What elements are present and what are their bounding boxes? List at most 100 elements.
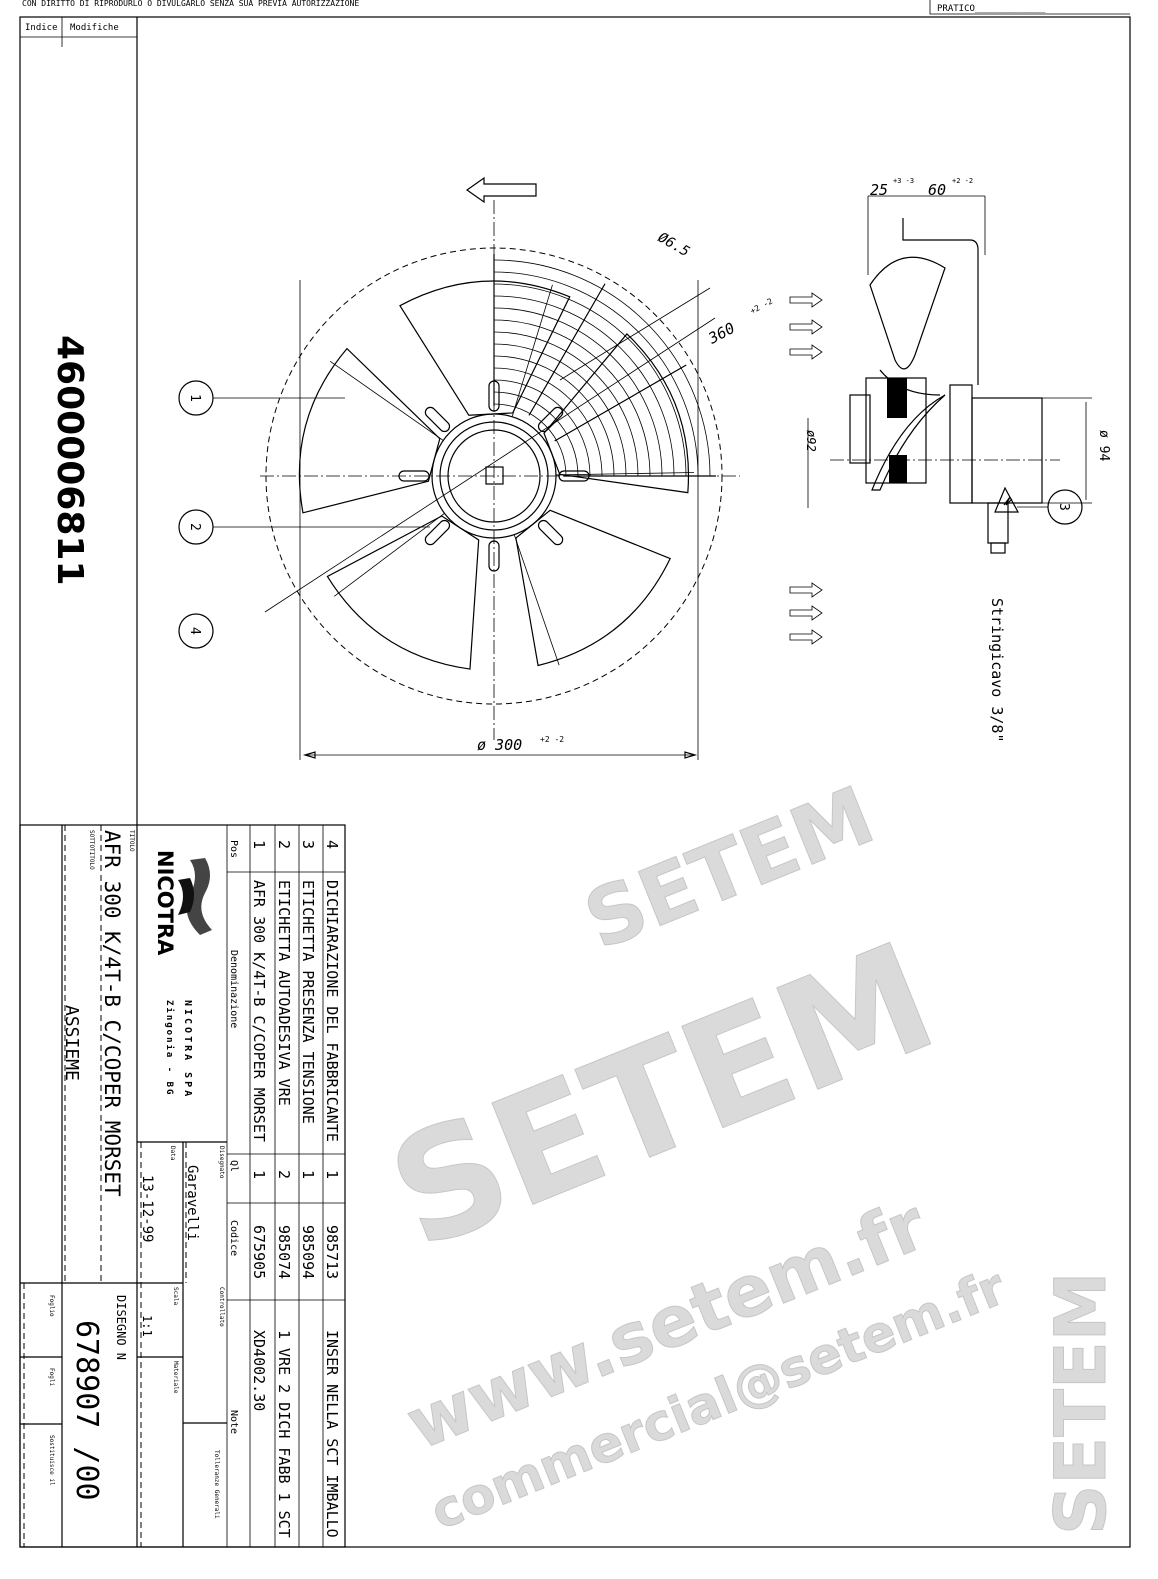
parts-row-qty: 1: [323, 1170, 341, 1179]
parts-row-qty: 1: [299, 1170, 317, 1179]
balloon-2-label: 2: [187, 523, 202, 531]
slot: [398, 470, 430, 482]
blade-rib: [334, 512, 445, 597]
guard-bracket: [902, 218, 979, 385]
tolerances-label: Tolleranze Generali: [213, 1450, 220, 1519]
dim-360: 360: [705, 319, 738, 348]
blade: [543, 333, 690, 494]
guard-ring: [493, 355, 615, 477]
guard-ring: [493, 283, 687, 477]
guard-ring: [493, 259, 711, 477]
parts-list-columns: [227, 871, 345, 1301]
hub-inner: [447, 429, 541, 523]
company-location: Zingonia - BG: [164, 1000, 175, 1096]
airflow-arrow-icon: [789, 319, 823, 335]
airflow-arrow-icon: [789, 292, 823, 308]
sheets-label: Fogli: [48, 1368, 55, 1386]
balloon-4: [178, 613, 214, 649]
watermark: SETEM SETEM www.setem.fr commercial@sete…: [368, 768, 1123, 1542]
dim-300: ø 300: [477, 736, 522, 754]
guard-spoke: [528, 283, 606, 416]
parts-row-code: 985074: [275, 1225, 293, 1279]
parts-row-qty: 2: [275, 1170, 293, 1179]
dim-line-hole: [559, 287, 711, 381]
nicotra-logo: NICOTRA: [153, 850, 212, 956]
drawing-number: 678907 /00: [69, 1320, 104, 1501]
pratico-label: PRATICO_____________: [937, 4, 1046, 14]
parts-row-pos: 2: [275, 840, 293, 849]
parts-list-rows: [226, 825, 324, 1547]
revision-changes-label: Modifiche: [70, 23, 119, 33]
slot: [424, 406, 451, 433]
parts-row-name: DICHIARAZIONE DEL FABBRICANTE: [323, 880, 341, 1142]
parts-row-code: 675905: [250, 1225, 268, 1279]
guard-outline: [265, 247, 723, 705]
guard-ring: [493, 379, 591, 477]
parts-row-notes: 1 VRE 2 DICH FABB 1 SCT: [275, 1330, 293, 1538]
parts-row-name: ETICHETTA PRESENZA TENSIONE: [299, 880, 317, 1124]
dim-arrows-300: [302, 751, 698, 759]
scale-value: 1:1: [140, 1315, 154, 1337]
guard-ring: [493, 367, 603, 477]
blade: [298, 347, 441, 514]
dim-92: ø92: [804, 430, 818, 452]
balloon-1-label: 1: [187, 394, 202, 402]
drawn-by: Garavelli: [184, 1165, 200, 1241]
parts-row-notes: INSER NELLA SCT IMBALLO: [323, 1330, 341, 1538]
title-block: Pos Denominazione Ql Codice Note 4DICHIA…: [19, 824, 346, 1548]
sheet-label: Foglio: [48, 1295, 55, 1317]
header-code: Codice: [228, 1220, 239, 1256]
drawing-title: AFR 300 K/4T-B C/COPER MORSET: [100, 830, 124, 1197]
slot: [488, 380, 500, 412]
parts-row-name: AFR 300 K/4T-B C/COPER MORSET: [250, 880, 268, 1142]
part-number: 4600006811: [49, 335, 90, 586]
airflow-arrow-icon: [789, 629, 823, 645]
blade-rib: [555, 472, 694, 476]
fan-front-view: ø 300 +2 -2 360 +2 -2 Ø6.5 1 2 4: [178, 176, 774, 760]
hub-ring: [439, 421, 549, 531]
hub-band-bottom: [889, 455, 907, 483]
guard-ring: [493, 331, 639, 477]
header-pos: Pos: [228, 840, 239, 858]
date-value: 13-12-99: [139, 1175, 155, 1242]
lightning-icon: [1003, 496, 1013, 506]
balloon-leaders: [213, 397, 430, 528]
hub-outer: [431, 413, 557, 539]
dim-60: 60: [928, 181, 946, 199]
company-name: NICOTRA SPA: [182, 1000, 193, 1099]
drawn-label: Disegnato: [218, 1146, 225, 1179]
header-qty: Ql: [228, 1160, 239, 1172]
dim-300-tol: +2 -2: [540, 735, 564, 744]
shaft-end: [849, 394, 871, 464]
blade: [515, 509, 672, 667]
blade-section: [871, 394, 946, 491]
cable-gland: [987, 502, 1009, 544]
parts-row-pos: 3: [299, 840, 317, 849]
slot: [488, 540, 500, 572]
subtitle-label: SOTTOTITOLO: [88, 830, 95, 870]
blade-rib: [513, 534, 560, 666]
mounting-slots: [398, 380, 590, 572]
balloon-3: [1047, 489, 1083, 525]
dim-60-tol: +2 -2: [952, 177, 973, 185]
parts-row-qty: 1: [250, 1170, 268, 1179]
high-voltage-label-icon: [994, 486, 1020, 513]
material-label: Materiale: [172, 1361, 179, 1394]
hub-band-top: [887, 378, 907, 418]
fan-side-view: 25 +3 -3 60 +2 -2 ø92 ø 94 3 Stringicavo…: [804, 177, 1111, 743]
dim-94: ø 94: [1096, 430, 1111, 461]
parts-row-name: ETICHETTA AUTOADESIVA VRE: [275, 880, 293, 1106]
drawing-subtitle: ASSIEME: [61, 1005, 82, 1081]
logo-text: NICOTRA: [153, 850, 177, 956]
motor-body: [971, 397, 1043, 504]
guard-ring: [493, 295, 675, 477]
revision-table-lines: [20, 17, 137, 47]
flange: [949, 384, 973, 504]
dim-25: 25: [870, 181, 888, 199]
date-label: Data: [169, 1146, 176, 1161]
balloon-1: [178, 380, 214, 416]
rotation-arrow-icon: [465, 176, 537, 204]
motor-dim-lines: [807, 397, 1092, 508]
blade: [399, 280, 571, 416]
